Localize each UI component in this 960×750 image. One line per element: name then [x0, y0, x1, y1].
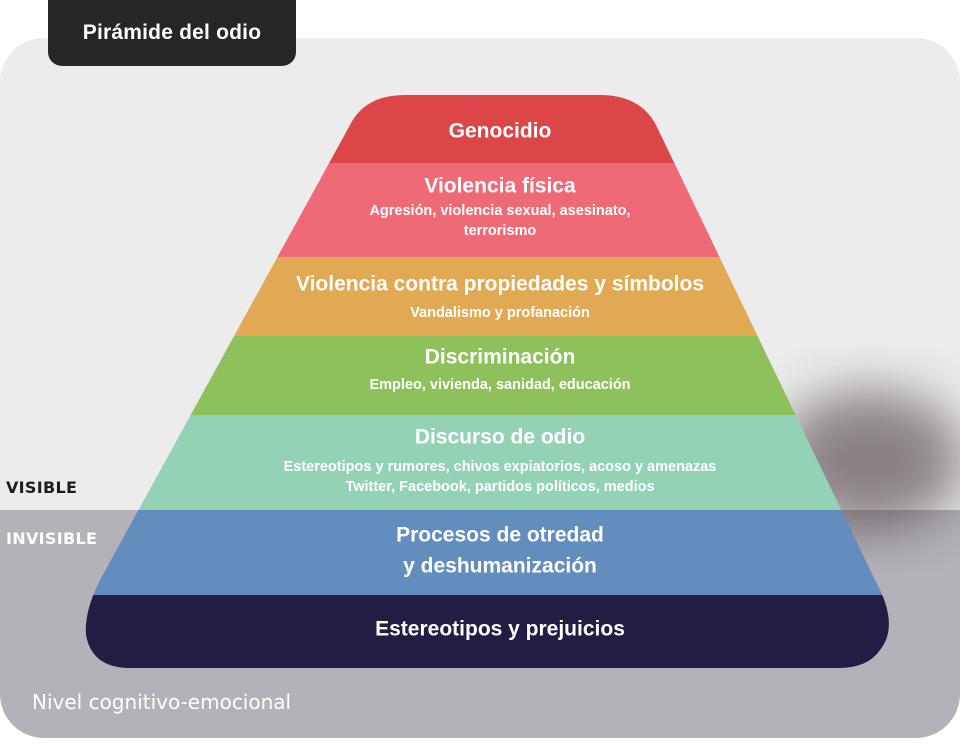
level-description: Twitter, Facebook, partidos políticos, m… [345, 479, 654, 495]
level-title: Violencia contra propiedades y símbolos [296, 273, 704, 296]
level-description: terrorismo [464, 223, 537, 239]
level-description: Estereotipos y rumores, chivos expiatori… [284, 459, 717, 475]
level-band-hate-speech [85, 415, 889, 510]
level-description: Empleo, vivienda, sanidad, educación [369, 377, 630, 393]
title-box: Pirámide del odio [48, 0, 296, 66]
level-description: Vandalismo y profanación [410, 305, 590, 321]
level-title: y deshumanización [403, 555, 597, 578]
level-title: Procesos de otredad [396, 524, 604, 547]
level-title: Discurso de odio [415, 426, 585, 449]
diagram-title: Pirámide del odio [82, 21, 262, 44]
level-title: Genocidio [449, 120, 552, 143]
level-title: Discriminación [425, 346, 576, 369]
level-band-prejudice [85, 595, 889, 668]
visible-label: VISIBLE [6, 478, 78, 497]
level-title: Estereotipos y prejuicios [375, 618, 625, 641]
level-title: Violencia física [424, 175, 576, 198]
footer-caption: Nivel cognitivo-emocional [32, 690, 292, 714]
level-description: Agresión, violencia sexual, asesinato, [369, 203, 630, 219]
invisible-label: INVISIBLE [6, 529, 98, 548]
level-band-otherness [85, 510, 889, 595]
